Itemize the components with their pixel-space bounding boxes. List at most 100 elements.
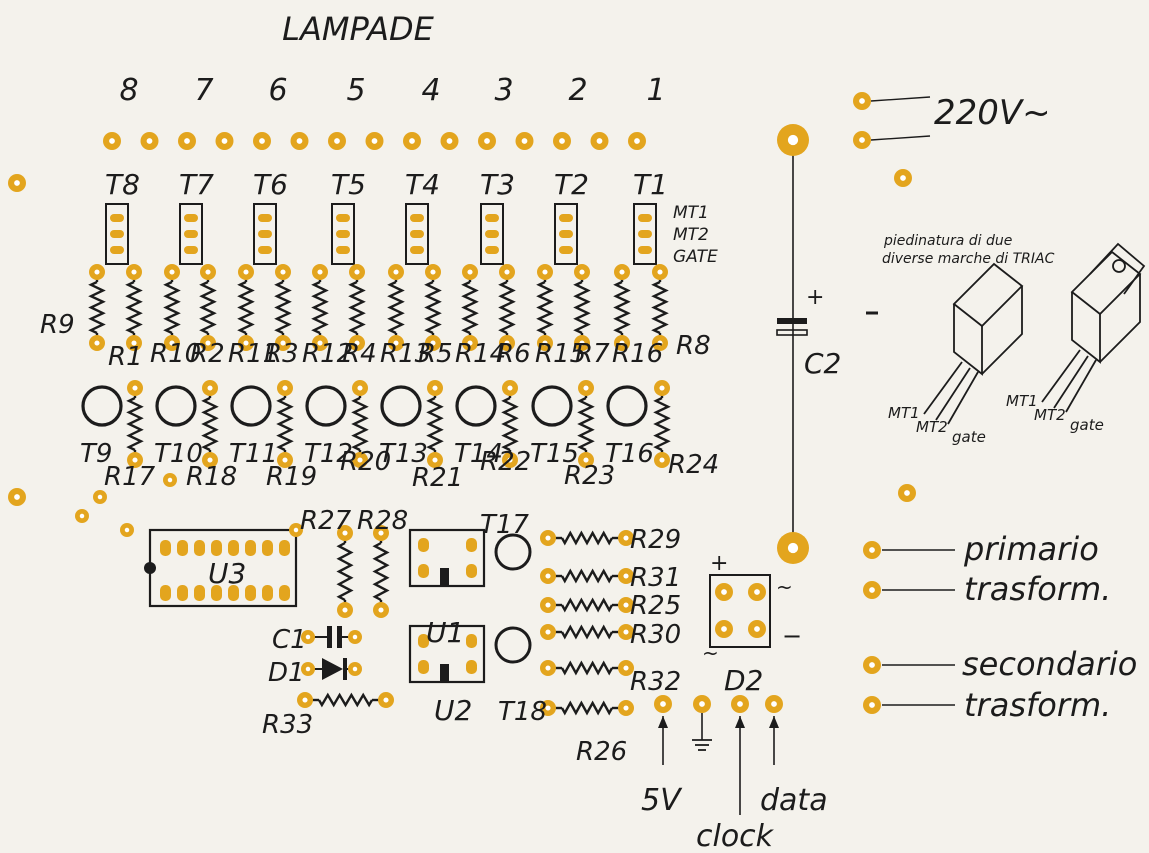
ic-u1 xyxy=(408,528,486,588)
solder-pad xyxy=(301,662,315,676)
pinout-label-mt2: MT2 xyxy=(916,418,948,436)
transistor xyxy=(230,385,272,427)
resistor-label: R24 xyxy=(668,450,719,480)
solder-pad xyxy=(200,264,216,280)
solder-pad xyxy=(388,264,404,280)
solder-pad xyxy=(349,335,365,351)
lamp-connector-pad xyxy=(253,132,271,150)
label-data: data xyxy=(760,783,828,818)
resistor xyxy=(536,280,554,335)
solder-pad xyxy=(578,380,594,396)
polarity-plus: + xyxy=(806,285,824,310)
resistor xyxy=(653,396,671,452)
lamp-number-label: 1 xyxy=(646,73,665,108)
solder-pad xyxy=(337,602,353,618)
solder-pad xyxy=(427,380,443,396)
solder-pad xyxy=(502,380,518,396)
solder-pad xyxy=(652,335,668,351)
bridge-pad xyxy=(748,620,766,638)
solder-pad xyxy=(127,380,143,396)
lamp-connector-pad xyxy=(328,132,346,150)
ground-symbol xyxy=(692,713,712,751)
lamp-connector-pad xyxy=(553,132,571,150)
label-primario: primario xyxy=(963,530,1099,568)
triac-pin-label-mt1: MT1 xyxy=(673,203,709,223)
lamp-connector-pad xyxy=(590,132,609,150)
capacitor-pad xyxy=(777,124,809,156)
resistor-label-r27: R27 xyxy=(300,506,352,536)
transistor xyxy=(305,385,347,427)
capacitor-label: C2 xyxy=(804,347,841,380)
resistor xyxy=(651,280,669,335)
pinout-label-gate: gate xyxy=(952,428,986,446)
resistor-label: R18 xyxy=(186,462,237,492)
lamp-connector-pad xyxy=(215,132,234,150)
solder-pad xyxy=(301,630,315,644)
resistor xyxy=(498,280,516,335)
capacitor-label-c1: C1 xyxy=(272,625,307,655)
triac-label: T6 xyxy=(253,168,288,201)
solder-pad xyxy=(164,335,180,351)
resistor xyxy=(560,597,614,613)
solder-pad xyxy=(378,692,394,708)
resistor xyxy=(125,280,143,335)
arrow-5v xyxy=(658,716,668,765)
mounting-hole-pad xyxy=(8,174,26,192)
resistor-label: R9 xyxy=(40,310,75,340)
resistor-label: R29 xyxy=(630,525,681,555)
triac-label: T2 xyxy=(554,168,589,201)
resistor xyxy=(501,396,519,452)
resistor-label: R2 xyxy=(190,339,225,369)
triac-package xyxy=(480,203,504,265)
lamp-connector-pad xyxy=(140,132,159,150)
solder-pad xyxy=(89,264,105,280)
resistor-label: R5 xyxy=(418,339,453,369)
resistor-label: R3 xyxy=(264,339,299,369)
solder-pad xyxy=(618,530,634,546)
solder-pad xyxy=(238,264,254,280)
solder-pad xyxy=(618,568,634,584)
lamp-number-label: 4 xyxy=(421,73,440,108)
solder-pad xyxy=(540,624,556,640)
transistor-label: T15 xyxy=(530,439,579,469)
solder-pad xyxy=(373,525,389,541)
resistor xyxy=(88,280,106,335)
resistor-label: R32 xyxy=(630,667,681,697)
resistor xyxy=(387,280,405,335)
solder-pad xyxy=(462,264,478,280)
lamp-number-label: 5 xyxy=(346,73,365,108)
solder-pad xyxy=(540,660,556,676)
solder-pad xyxy=(120,523,134,537)
solder-pad xyxy=(540,530,556,546)
resistor-label: R13 xyxy=(380,339,431,369)
triac-label: T5 xyxy=(331,168,366,201)
solder-pad xyxy=(202,380,218,396)
transformer-pad xyxy=(863,656,881,674)
ic-label-u1: U1 xyxy=(426,616,464,649)
resistor xyxy=(461,280,479,335)
bridge-pad xyxy=(748,583,766,601)
pinout-label-mt1: MT1 xyxy=(1006,392,1038,410)
solder-pad xyxy=(277,380,293,396)
solder-pad xyxy=(537,264,553,280)
resistor xyxy=(276,396,294,452)
resistor xyxy=(274,280,292,335)
connector-pad xyxy=(654,695,672,713)
transistor-t17 xyxy=(494,533,532,571)
solder-pad xyxy=(894,169,912,187)
lamp-connector-pad xyxy=(365,132,384,150)
solder-pad xyxy=(126,335,142,351)
connector-pad xyxy=(731,695,749,713)
resistor-label: R15 xyxy=(535,339,586,369)
triac-pin-label-mt2: MT2 xyxy=(673,225,709,245)
bridge-rectifier-d2 xyxy=(709,574,771,648)
power-pad xyxy=(853,92,871,110)
solder-pad xyxy=(578,452,594,468)
triac-label: T1 xyxy=(633,168,668,201)
resistor-label: R10 xyxy=(150,339,201,369)
connector-pad xyxy=(693,695,711,713)
transistor-label: T14 xyxy=(454,439,503,469)
solder-pad xyxy=(373,602,389,618)
resistor-label-r33: R33 xyxy=(262,710,313,740)
